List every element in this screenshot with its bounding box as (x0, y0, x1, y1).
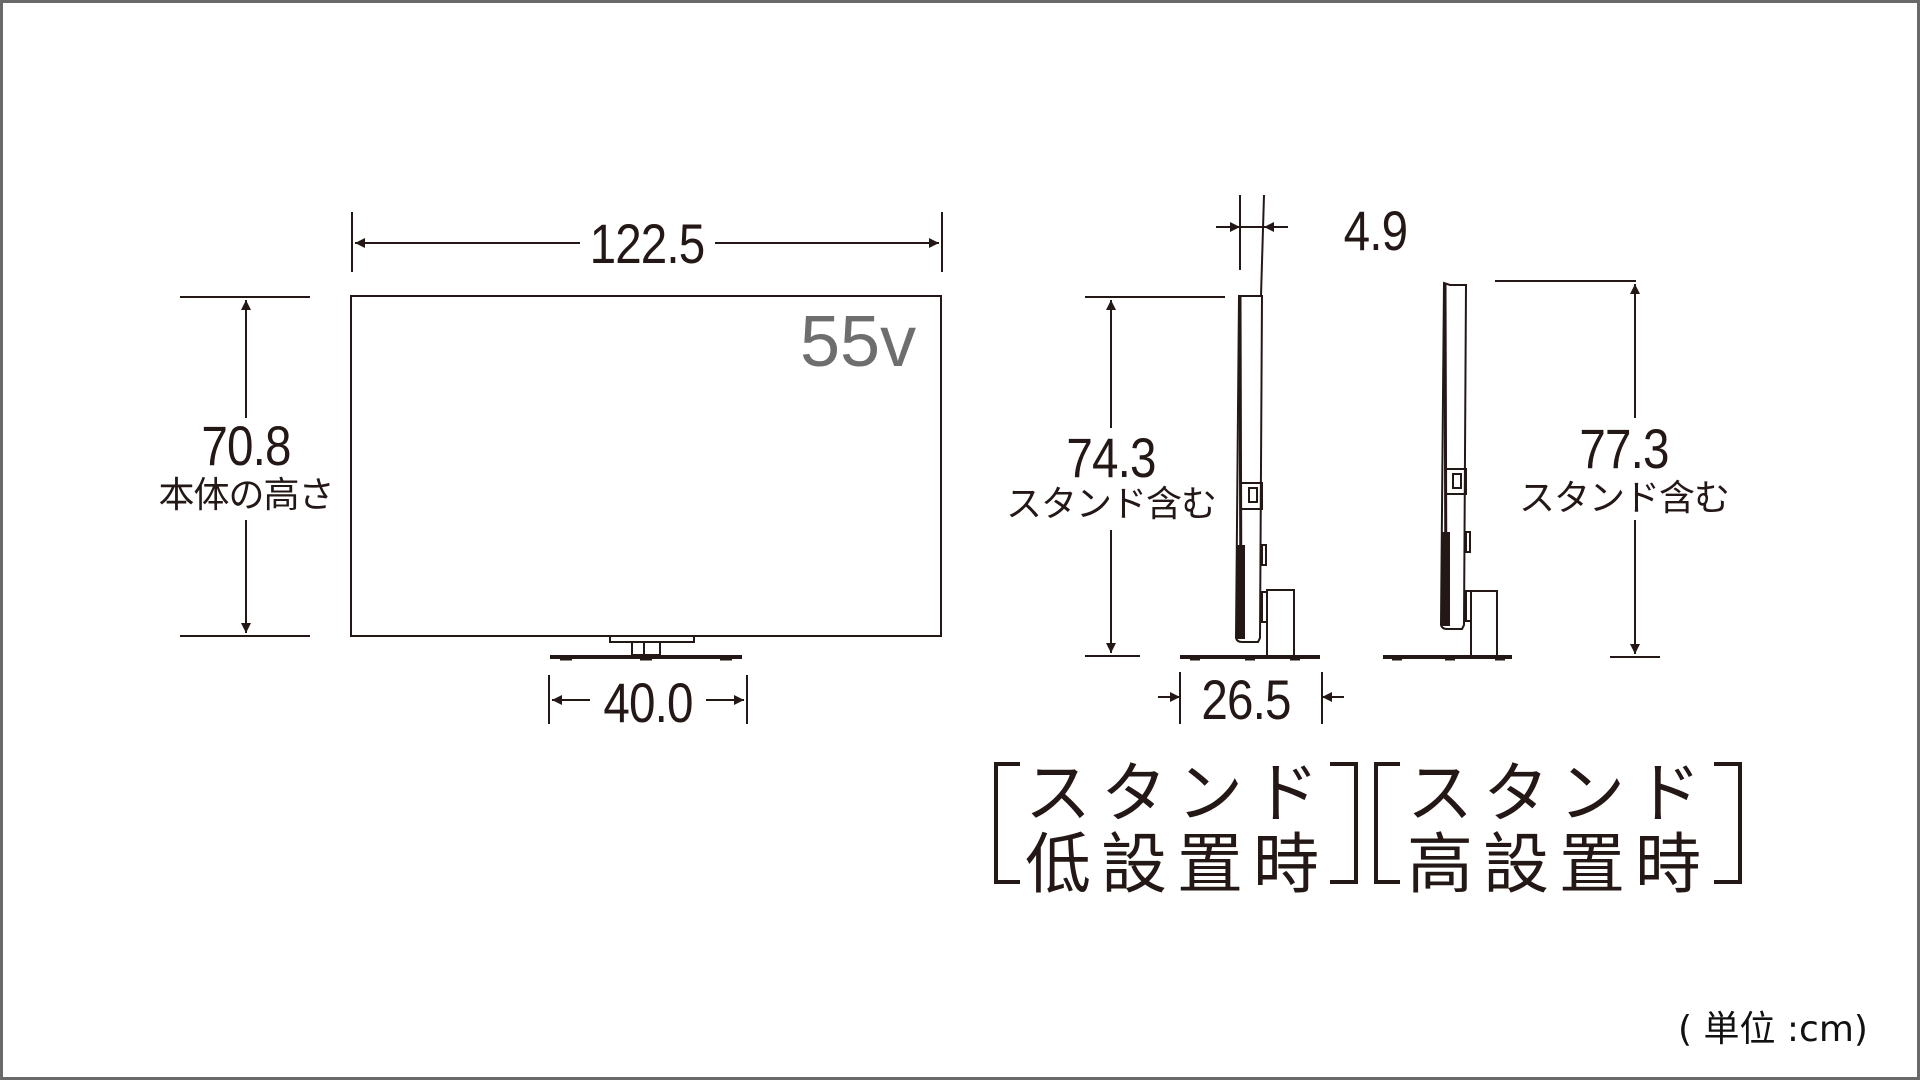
label-stand-low-line1: スタンド (1025, 755, 1329, 832)
height-value-low: 74.3 (1062, 430, 1160, 486)
width-value: 122.5 (586, 216, 708, 272)
bracket-high (1374, 762, 1742, 884)
model-size-label: 55v (800, 302, 917, 382)
stand-width-dimension (548, 675, 748, 724)
height-caption-front: 本体の高さ (154, 478, 338, 514)
side-tv-high (1383, 281, 1512, 661)
stand-depth-value: 26.5 (1197, 672, 1295, 728)
unit-note: ( 単位 :cm) (1678, 1009, 1868, 1050)
label-stand-low: スタンド 低設置時 (1022, 758, 1332, 901)
label-stand-high-line2: 高設置時 (1407, 826, 1711, 904)
label-stand-low-line2: 低設置時 (1025, 826, 1329, 904)
stand-width-value: 40.0 (599, 675, 697, 731)
depth-dimension (1216, 194, 1288, 297)
side-tv-low (1180, 295, 1320, 661)
depth-value: 4.9 (1343, 199, 1408, 262)
bracket-low (994, 762, 1358, 884)
height-caption-low: スタンド含む (1001, 487, 1221, 523)
front-stand (550, 635, 742, 661)
height-dimension-high (1495, 280, 1660, 658)
label-stand-high-line1: スタンド (1407, 755, 1711, 832)
height-value-front: 70.8 (197, 418, 295, 474)
height-value-high: 77.3 (1575, 421, 1673, 477)
height-caption-high: スタンド含む (1514, 481, 1734, 517)
height-dimension-front (180, 296, 310, 637)
label-stand-high: スタンド 高設置時 (1402, 758, 1716, 901)
width-dimension (351, 212, 943, 272)
stand-depth-dimension (1158, 672, 1344, 724)
height-dimension-low (1085, 296, 1225, 657)
